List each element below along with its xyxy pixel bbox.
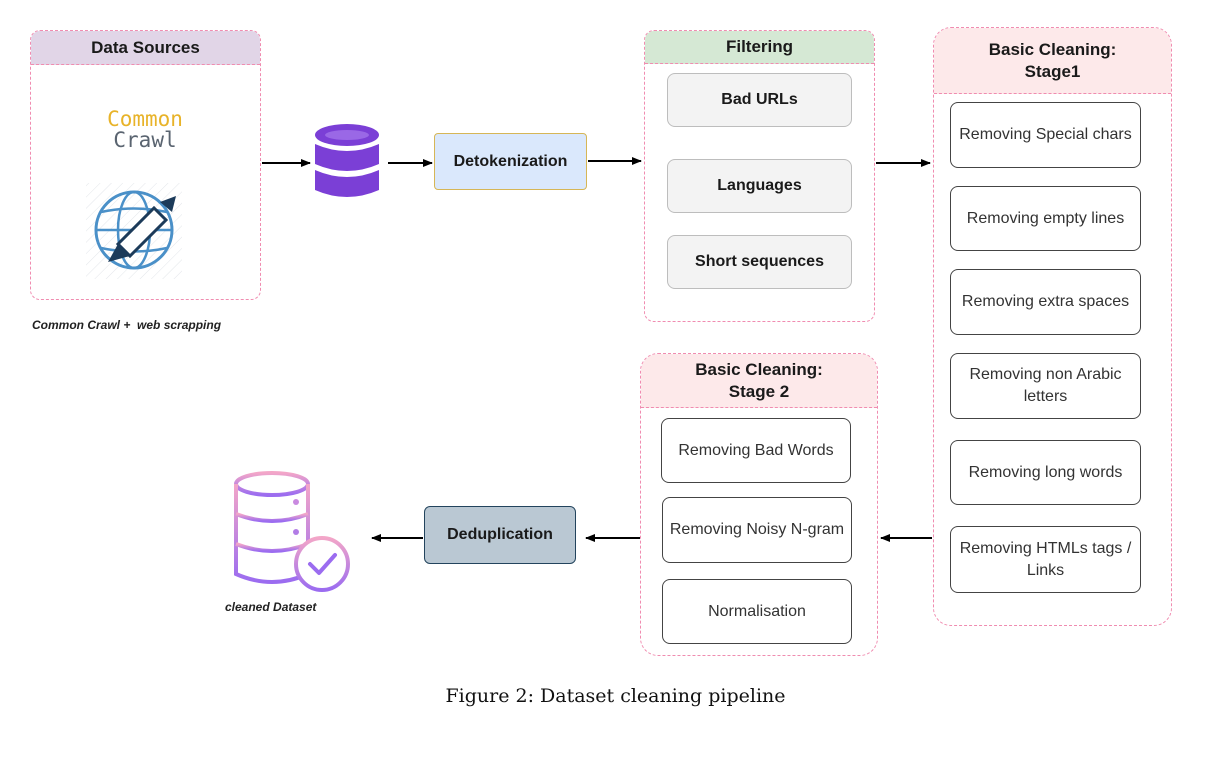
stage2-item-noisy-ngram: Removing Noisy N-gram (662, 497, 852, 563)
database-icon (315, 124, 379, 197)
stage2-title: Basic Cleaning: Stage 2 (641, 354, 877, 408)
stage2-item-bad-words: Removing Bad Words (661, 418, 851, 483)
stage2-title-line1: Basic Cleaning: (695, 359, 823, 379)
cleaned-dataset-icon (234, 471, 350, 592)
filter-item-short-sequences: Short sequences (667, 235, 852, 289)
data-sources-title: Data Sources (31, 31, 260, 65)
stage2-item-normalisation: Normalisation (662, 579, 852, 644)
filtering-title: Filtering (645, 31, 874, 64)
filter-item-languages: Languages (667, 159, 852, 213)
stage1-item-extra-spaces: Removing extra spaces (950, 269, 1141, 335)
stage1-item-non-arabic-letters: Removing non Arabic letters (950, 353, 1141, 419)
stage1-title-line1: Basic Cleaning: (988, 39, 1117, 59)
cleaned-dataset-caption: cleaned Dataset (225, 600, 317, 614)
stage1-item-special-chars: Removing Special chars (950, 102, 1141, 168)
logo-word-crawl: Crawl (113, 128, 177, 152)
checkmark-icon (308, 553, 337, 575)
common-crawl-logo: Common Crawl (31, 109, 259, 151)
data-sources-caption: Common Crawl + web scrapping (32, 318, 222, 332)
stage1-title-line2: Stage1 (1024, 61, 1081, 81)
filter-item-bad-urls: Bad URLs (667, 73, 852, 127)
stage1-item-empty-lines: Removing empty lines (950, 186, 1141, 251)
detokenization-box: Detokenization (434, 133, 587, 190)
stage1-item-html-tags-links: Removing HTMLs tags / Links (950, 526, 1141, 593)
stage1-title: Basic Cleaning: Stage1 (934, 28, 1171, 94)
stage2-title-line2: Stage 2 (728, 381, 790, 401)
deduplication-box: Deduplication (424, 506, 576, 564)
data-sources-panel: Data Sources Common Crawl (30, 30, 261, 300)
logo-word-common: Common (107, 107, 183, 131)
figure-caption: Figure 2: Dataset cleaning pipeline (445, 685, 786, 707)
stage1-item-long-words: Removing long words (950, 440, 1141, 505)
